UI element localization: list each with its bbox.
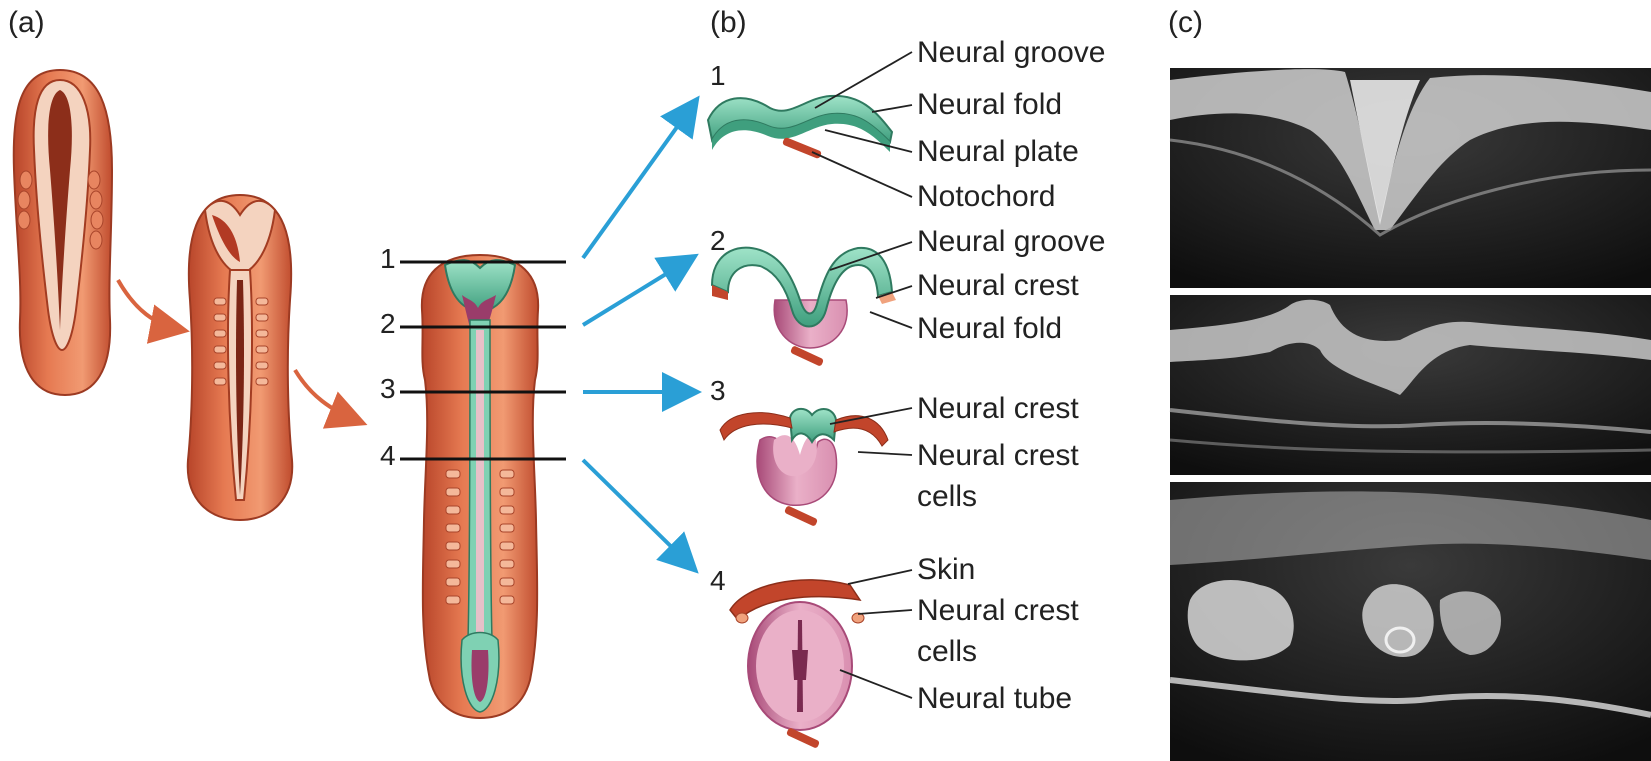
- panel-label-c: (c): [1168, 6, 1203, 39]
- progress-arrow-2: [293, 368, 368, 429]
- arrow-to-stage-1: [581, 95, 700, 260]
- label-neural-crest-3: Neural crest: [917, 392, 1079, 425]
- cross-section-stage-1: 1: [706, 60, 894, 159]
- section-arrows: [581, 95, 702, 574]
- label-neural-crest-cells-3-line2: cells: [917, 480, 977, 513]
- label-neural-crest-2: Neural crest: [917, 269, 1079, 302]
- level-number-2: 2: [380, 308, 396, 339]
- label-neural-crest-cells-4-line1: Neural crest: [917, 594, 1079, 627]
- label-neural-plate: Neural plate: [917, 135, 1079, 168]
- label-neural-fold-2: Neural fold: [917, 312, 1062, 345]
- label-skin: Skin: [917, 553, 975, 586]
- progress-arrow-1: [116, 279, 190, 344]
- arrow-to-stage-2: [581, 253, 699, 327]
- embryo-early: [12, 68, 114, 397]
- embryo-late: [420, 253, 540, 720]
- label-neural-groove-2: Neural groove: [917, 225, 1105, 258]
- panel-label-a: (a): [8, 6, 45, 39]
- stage-4-number: 4: [710, 565, 726, 596]
- stage-3-number: 3: [710, 375, 726, 406]
- level-number-3: 3: [380, 373, 396, 404]
- leader-lines: [811, 51, 913, 699]
- stage-1-number: 1: [710, 60, 726, 91]
- section-lines: 1 2 3 4: [380, 243, 566, 471]
- sem-micrograph-1: [1169, 68, 1651, 288]
- level-number-1: 1: [380, 243, 396, 274]
- level-number-4: 4: [380, 440, 396, 471]
- stage-2-number: 2: [710, 225, 726, 256]
- label-neural-fold-1: Neural fold: [917, 88, 1062, 121]
- cross-section-stage-3: 3: [710, 375, 889, 526]
- label-neural-groove-1: Neural groove: [917, 36, 1105, 69]
- arrow-to-stage-4: [581, 458, 699, 574]
- sem-micrograph-3: [1169, 482, 1651, 761]
- cross-section-stage-4: 4: [710, 565, 865, 748]
- label-neural-tube: Neural tube: [917, 682, 1072, 715]
- label-neural-crest-cells-3-line1: Neural crest: [917, 439, 1079, 472]
- labels: Neural groove Neural fold Neural plate N…: [917, 36, 1105, 715]
- sem-micrograph-2: [1169, 295, 1651, 475]
- cross-section-stage-2: 2: [710, 225, 896, 366]
- embryo-middle: [186, 193, 294, 522]
- label-neural-crest-cells-4-line2: cells: [917, 635, 977, 668]
- label-notochord: Notochord: [917, 180, 1055, 213]
- panel-label-b: (b): [710, 6, 747, 39]
